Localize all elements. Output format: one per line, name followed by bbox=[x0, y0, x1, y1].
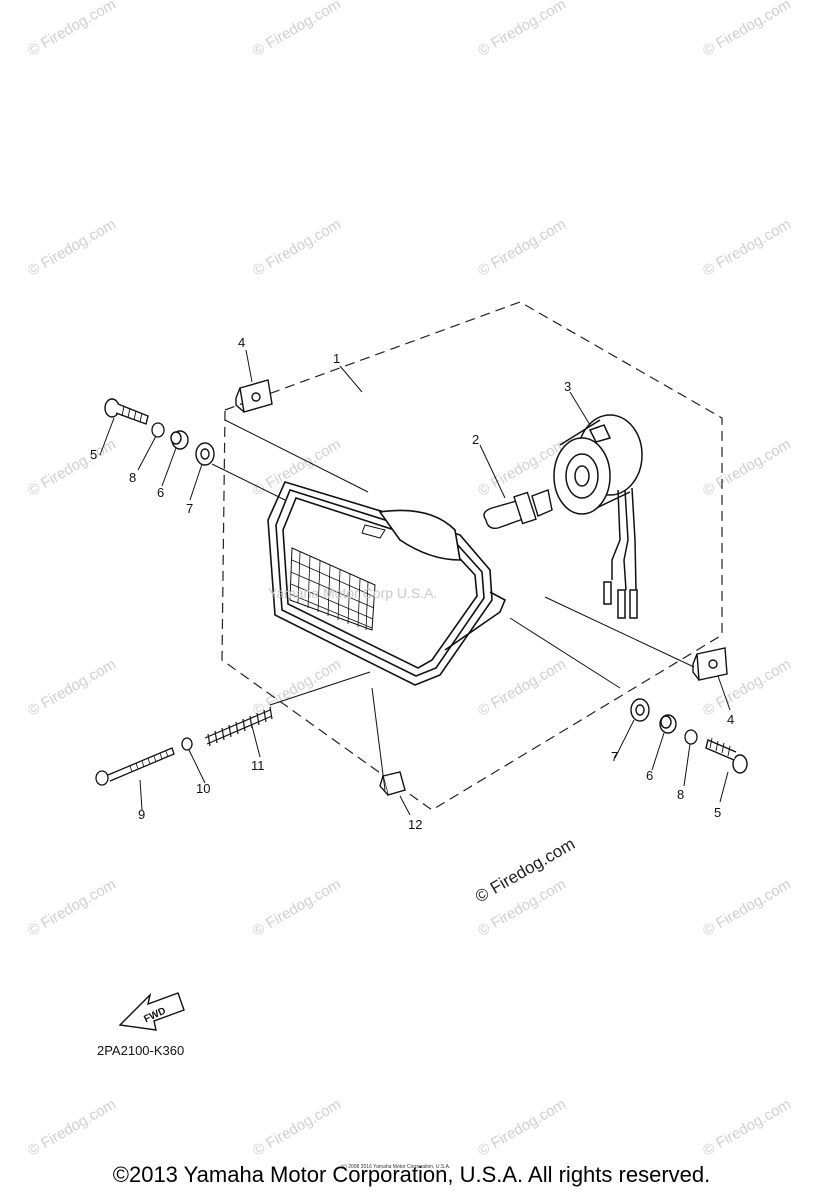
headlight-bulb bbox=[483, 489, 553, 530]
callout-6-right: 6 bbox=[646, 768, 654, 783]
callout-4-upper: 4 bbox=[238, 335, 246, 350]
diagram-code: 2PA2100-K360 bbox=[97, 1043, 185, 1058]
callout-4-lower: 4 bbox=[727, 712, 735, 727]
adjusting-bolt bbox=[95, 747, 175, 786]
headlight-housing bbox=[267, 481, 507, 686]
callout-7-left: 7 bbox=[186, 501, 194, 516]
adjusting-spring bbox=[204, 706, 273, 747]
callout-3: 3 bbox=[564, 379, 572, 394]
assembly-dashed-outline bbox=[221, 301, 723, 811]
callout-11: 11 bbox=[251, 758, 265, 773]
callout-10: 10 bbox=[196, 781, 211, 796]
bracket-clip-lower bbox=[692, 647, 728, 681]
bulb-socket bbox=[553, 414, 643, 619]
footer-copyright: ©2013 Yamaha Motor Corporation, U.S.A. A… bbox=[112, 1162, 711, 1187]
leader-lines bbox=[99, 349, 731, 816]
callout-8-left: 8 bbox=[129, 470, 137, 485]
collar-right bbox=[659, 714, 677, 734]
callout-5-right: 5 bbox=[714, 805, 722, 820]
grommet-right bbox=[630, 698, 650, 722]
washer-left bbox=[151, 422, 165, 438]
callout-8-right: 8 bbox=[677, 787, 685, 802]
fwd-arrow-icon bbox=[118, 992, 185, 1031]
callout-1: 1 bbox=[333, 351, 341, 366]
washer-right bbox=[684, 729, 698, 745]
callout-2: 2 bbox=[472, 432, 480, 447]
tiny-copyright: (c) 2008 2016 Yamaha Motor Corporation, … bbox=[341, 1164, 451, 1170]
collar-left bbox=[170, 430, 189, 450]
grommet-left bbox=[195, 442, 215, 466]
callout-9: 9 bbox=[138, 807, 146, 822]
screw-right bbox=[705, 737, 748, 774]
callout-6-left: 6 bbox=[157, 485, 165, 500]
callout-12: 12 bbox=[408, 817, 423, 832]
bolt-washer bbox=[181, 737, 193, 751]
callout-5-left: 5 bbox=[90, 447, 98, 462]
screw-left bbox=[104, 398, 149, 425]
center-watermark: Yamaha Motor Corp U.S.A. bbox=[268, 585, 438, 601]
callout-7-right: 7 bbox=[611, 749, 619, 764]
bracket-clip-upper bbox=[235, 379, 273, 413]
